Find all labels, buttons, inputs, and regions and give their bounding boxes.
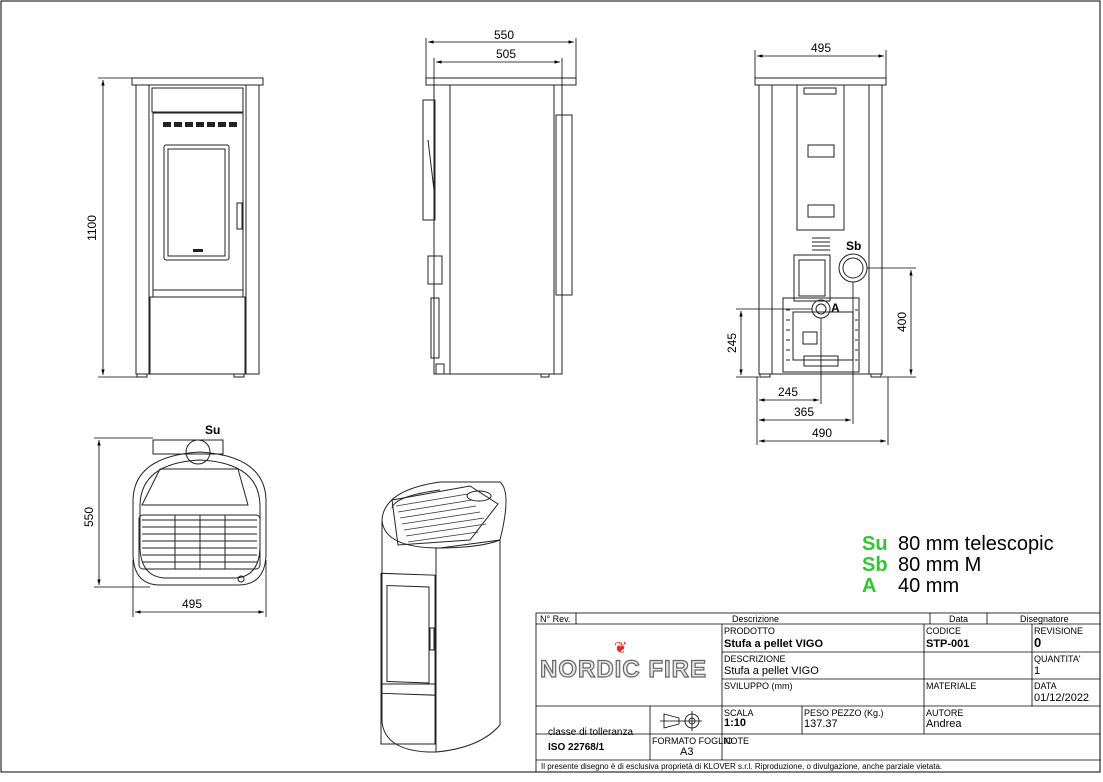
formato-label: FORMATO FOGLIO [652,736,733,746]
data-label: DATA [1034,681,1057,691]
prodotto-label: PRODOTTO [724,626,775,636]
rear-vent-slots [786,237,858,361]
side-width-total-label: 550 [494,28,514,42]
quantita-label: QUANTITA' [1034,654,1081,664]
side-width-body-label: 505 [496,47,516,61]
rear-flue-height-label: 400 [895,312,909,332]
legend-desc: 40 mm [898,575,960,597]
front-control-buttons [163,122,237,252]
descr-header: Descrizione [732,614,780,624]
scala-value: 1:10 [724,717,747,729]
isometric-view [380,481,507,753]
projection-symbol-icon [660,711,702,731]
legend-row-a: A 40 mm [862,576,1054,597]
top-depth-label: 550 [82,507,96,527]
connection-legend: Su 80 mm telescopic Sb 80 mm M A 40 mm [862,534,1054,597]
rear-inlet-x-label: 245 [778,385,798,399]
sb-callout: Sb [846,239,861,253]
autore-value: Andrea [926,718,962,730]
codice-label: CODICE [926,626,962,636]
formato-value: A3 [680,746,694,758]
legend-desc: 80 mm M [898,554,982,576]
legend-code: Sb [862,554,888,576]
revisione-value: 0 [1034,635,1042,650]
peso-value: 137.37 [804,718,838,730]
rear-width-label: 495 [811,41,831,55]
legend-row-sb: Sb 80 mm M [862,555,1054,576]
rear-base-width-label: 490 [812,426,832,440]
legend-code: A [862,575,877,597]
side-view [422,77,577,378]
codice-value: STP-001 [926,638,970,650]
data-value: 01/12/2022 [1034,692,1090,704]
front-view [131,77,264,378]
front-height-label: 1100 [85,215,99,241]
front-height-dimension [98,77,137,378]
flame-logo-icon: ❦ [614,640,628,657]
descrizione-label: DESCRIZIONE [724,654,786,664]
a-callout: A [831,301,840,315]
revisione-label: REVISIONE [1034,626,1084,636]
rear-dimensions [736,50,916,445]
tolleranza-label: classe di tolleranza [548,727,634,738]
rear-view [754,77,887,378]
top-dimensions [94,437,267,617]
peso-label: PESO PEZZO (Kg.) [804,708,884,718]
quantita-value: 1 [1034,665,1041,677]
scala-label: SCALA [724,708,754,718]
rear-flue-x-label: 365 [794,405,814,419]
company-logo: NORDIC FIRE [539,655,707,683]
legend-row-su: Su 80 mm telescopic [862,534,1054,555]
rear-inlet-height-label: 245 [725,333,739,353]
legend-code: Su [862,533,888,555]
title-block-grid [535,612,1101,773]
autore-label: AUTORE [926,708,964,718]
sviluppo-label: SVILUPPO (mm) [724,681,793,691]
data-header: Data [949,614,969,624]
copyright-footer: Il presente disegno è di esclusiva propr… [541,762,943,771]
su-callout: Su [205,423,220,437]
tolleranza-value: ISO 22768/1 [548,742,605,753]
isometric-grill [395,493,487,543]
top-width-label: 495 [182,597,202,611]
legend-desc: 80 mm telescopic [898,533,1054,555]
side-width-dimensions [425,38,577,85]
materiale-label: MATERIALE [926,681,977,691]
descrizione-value: Stufa a pellet VIGO [724,665,819,677]
rev-header: N° Rev. [540,614,571,624]
note-label: NOTE [724,736,750,746]
top-grill [142,515,257,569]
designer-header: Disegnatore [1020,614,1069,624]
prodotto-value: Stufa a pellet VIGO [724,638,824,650]
